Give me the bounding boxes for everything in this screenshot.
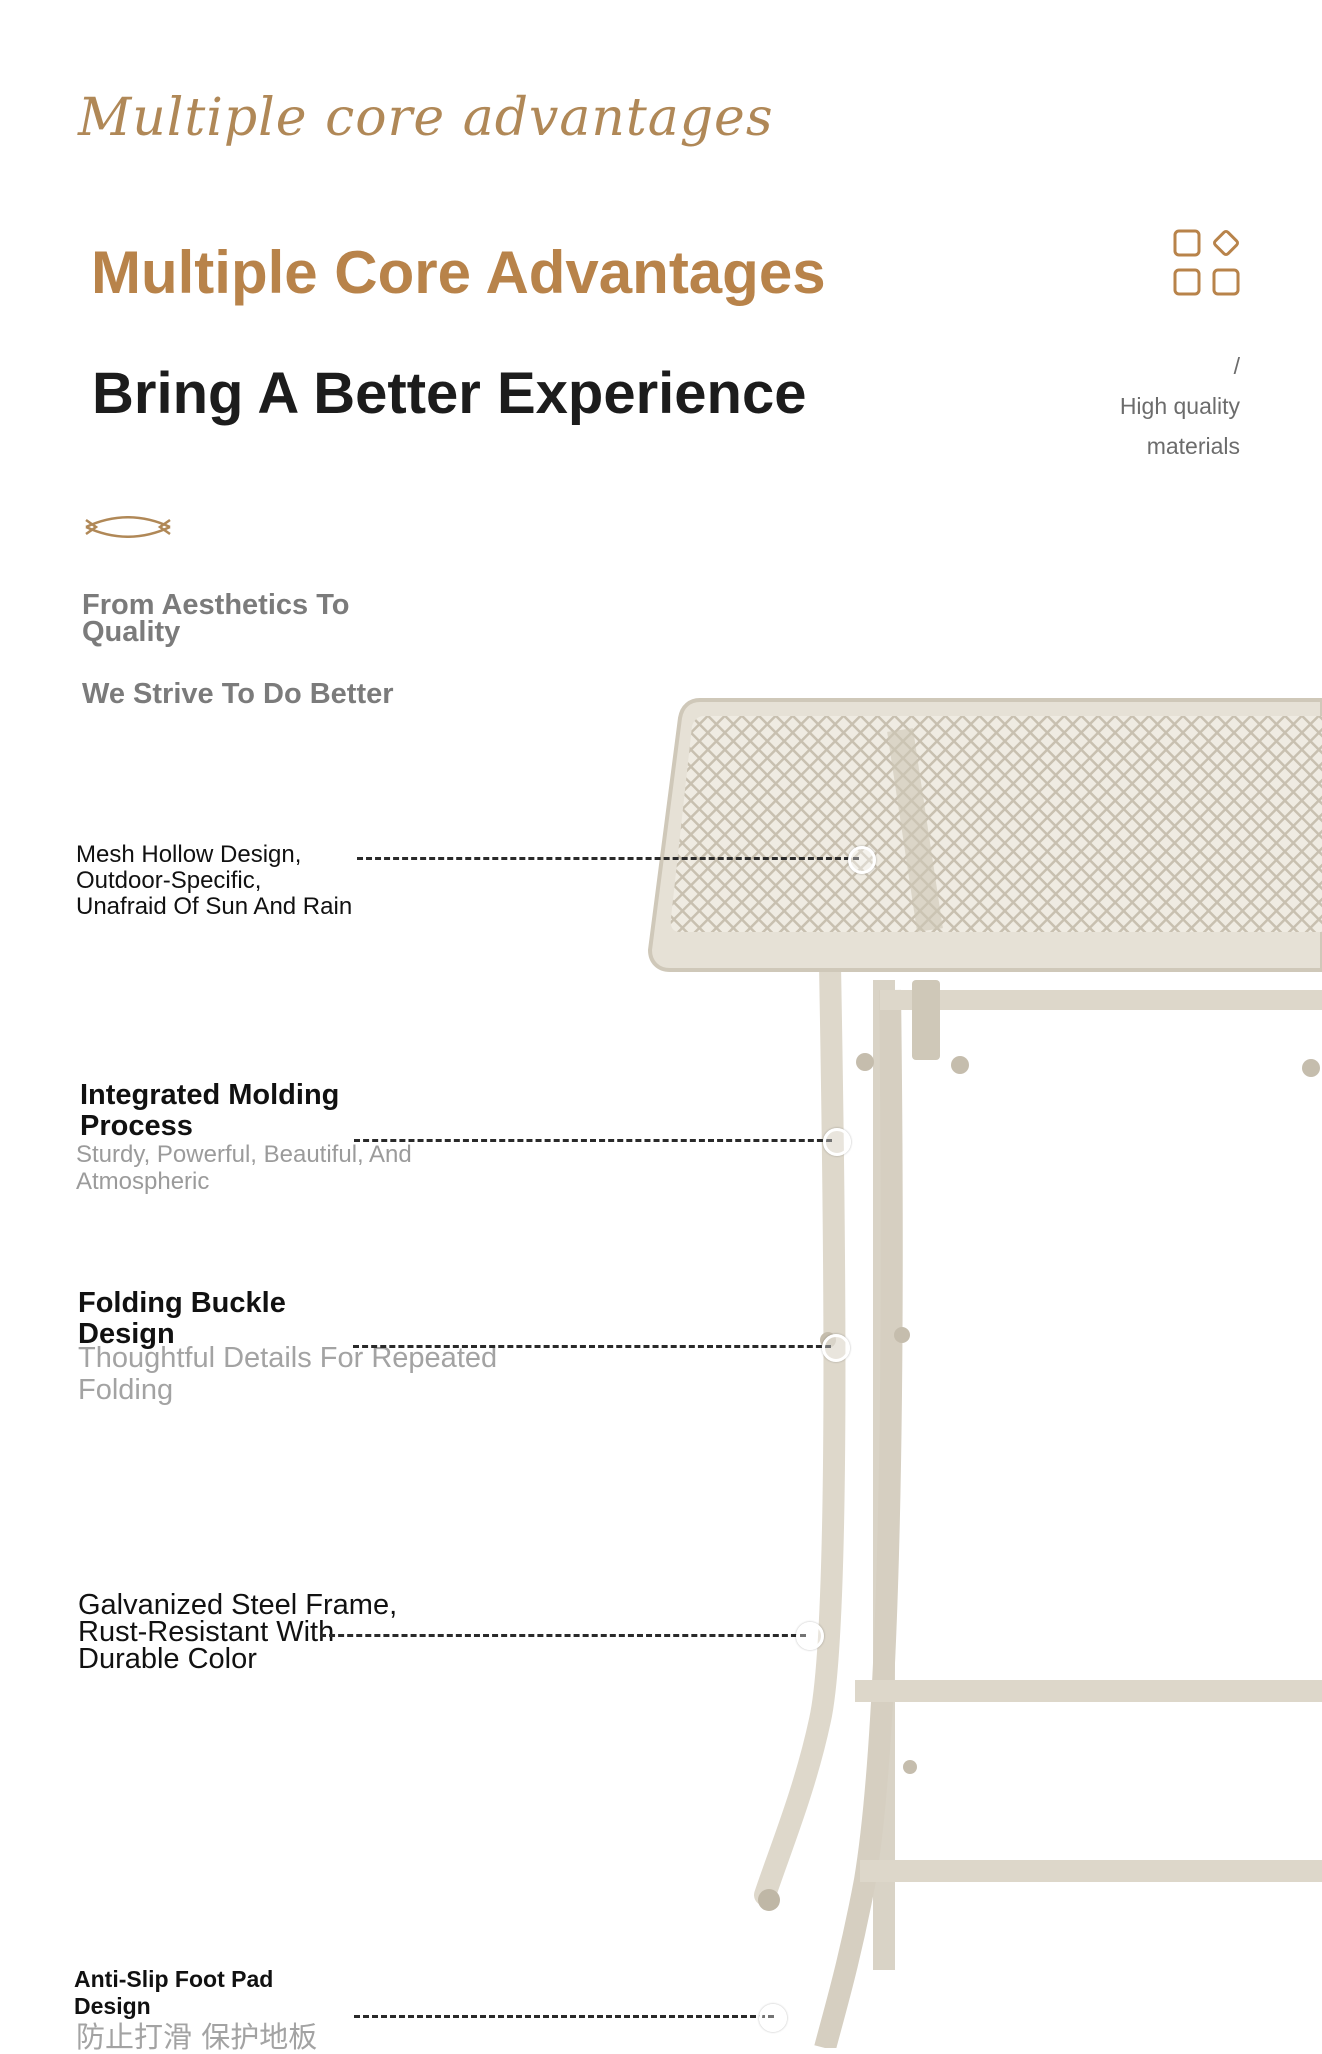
tag-line-2: materials [1146,433,1240,459]
feature-buckle-title: Folding Buckle Design [78,1287,286,1350]
tag-slash: / [1233,353,1240,379]
page-title: Multiple Core Advantages [91,239,826,306]
tag-line-1: High quality [1119,393,1240,419]
feature-footpad-marker [759,2004,787,2032]
feature-footpad-desc: 防止打滑 保护地板 [76,2020,318,2054]
feature-mesh-marker [848,846,876,874]
folding-table-image [647,698,1322,2048]
feature-steel-leader-line [320,1634,806,1637]
intro-line-1: From Aesthetics To Quality [82,589,350,648]
grid-diamond-icon [1173,229,1240,296]
feature-molding-leader-line [354,1139,832,1142]
feature-buckle-leader-line [353,1345,831,1348]
feature-molding-desc: Sturdy, Powerful, Beautiful, And Atmosph… [76,1141,412,1195]
feature-footpad-title: Anti-Slip Foot Pad Design [74,1966,274,2019]
feature-buckle-marker [822,1334,850,1362]
intro-line-2: We Strive To Do Better [82,678,394,710]
ornament-divider-icon [85,516,171,538]
feature-molding-title: Integrated Molding Process [80,1079,340,1142]
feature-steel-title: Galvanized Steel Frame, Rust-Resistant W… [78,1589,398,1675]
feature-steel-marker [796,1622,824,1650]
page-subtitle: Bring A Better Experience [92,361,807,426]
feature-footpad-leader-line [354,2015,774,2018]
feature-mesh-title: Mesh Hollow Design, Outdoor-Specific, Un… [76,841,353,920]
feature-mesh-leader-line [357,857,859,860]
script-title: Multiple core advantages [78,88,774,148]
feature-molding-marker [823,1128,851,1156]
feature-buckle-desc: Thoughtful Details For Repeated Folding [78,1342,498,1406]
